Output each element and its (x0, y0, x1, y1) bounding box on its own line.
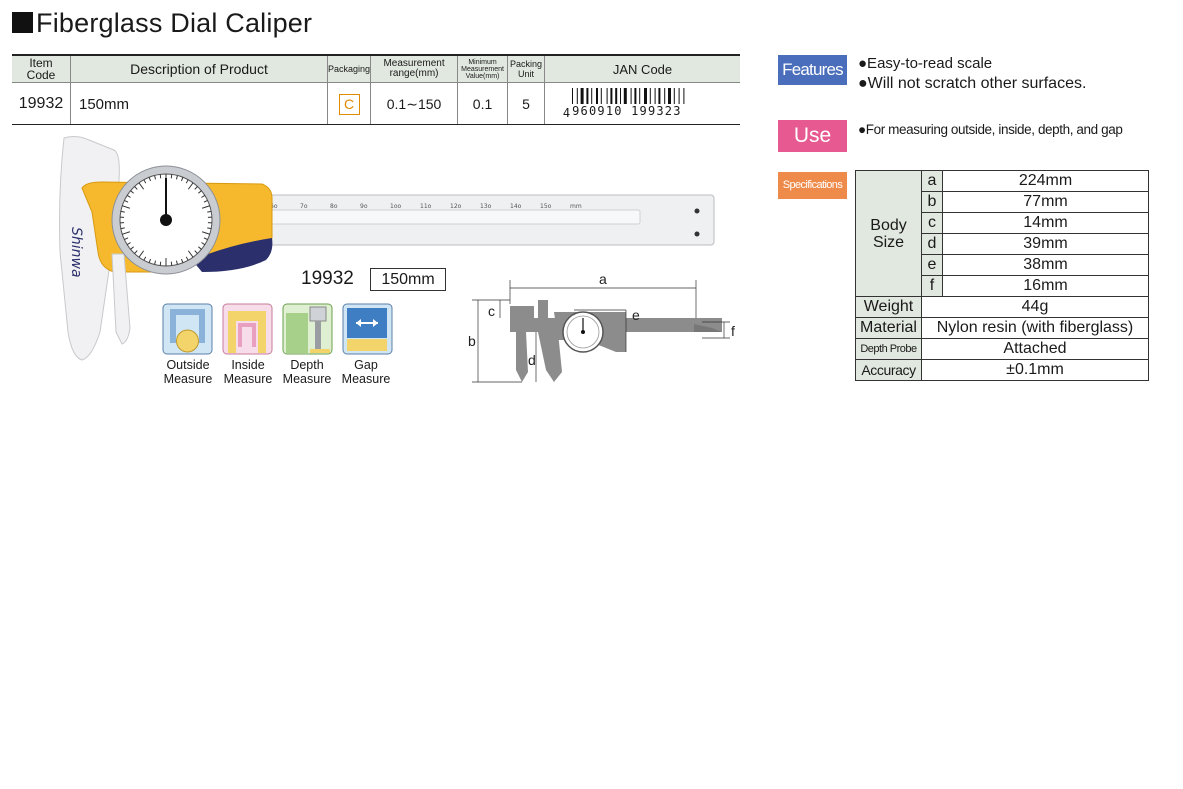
dim-label-f: f (731, 323, 735, 339)
header-jan-code: JAN Code (544, 56, 740, 83)
caliper-scale-label: 12o (450, 203, 462, 210)
caliper-image: 6o 7o 8o 9o 1oo 11o 12o 13o 14o 15o mm Shinwa (59, 136, 715, 361)
dim-label-b: b (468, 333, 476, 349)
table-bottom-rule (12, 124, 740, 125)
product-label-size: 150mm (370, 268, 446, 291)
spec-value-a: 224mm (942, 170, 1149, 192)
jan-lead-digit: 4 (562, 105, 571, 120)
caliper-scale-label: 15o (540, 203, 552, 210)
spec-value-b: 77mm (942, 191, 1149, 213)
use-tag: Use (778, 120, 847, 152)
dim-label-c: c (488, 303, 495, 319)
cell-item-code: 19932 (18, 95, 64, 112)
spec-letter-a: a (921, 170, 943, 192)
spec-value-f: 16mm (942, 275, 1149, 297)
spec-letter-e: e (921, 254, 943, 276)
features-item-1: ●Easy-to-read scale (858, 55, 993, 72)
dim-label-e: e (632, 307, 640, 323)
cell-range: 0.1∼150 (370, 82, 458, 125)
caliper-scale-label: 7o (300, 203, 308, 210)
page-title: Fiberglass Dial Caliper (12, 8, 312, 39)
spec-letter-b: b (921, 191, 943, 213)
cell-description: 150mm (70, 82, 328, 125)
use-item-1: ●For measuring outside, inside, depth, a… (858, 122, 1123, 137)
features-tag: Features (778, 55, 847, 85)
barcode-bars (572, 88, 685, 105)
cell-min-value: 0.1 (457, 82, 508, 125)
spec-value-d: 39mm (942, 233, 1149, 255)
dim-label-d: d (528, 352, 536, 368)
caliper-scale-label: 13o (480, 203, 492, 210)
caliper-scale-label: 8o (330, 203, 338, 210)
caliper-scale-label: 1oo (390, 203, 401, 210)
spec-letter-f: f (921, 275, 943, 297)
specifications-tag: Specifications (778, 172, 847, 199)
gap-measure-icon (342, 303, 393, 355)
inside-measure-icon (222, 303, 273, 355)
measure-icons (162, 303, 393, 355)
spec-value-depth-probe: Attached (921, 338, 1149, 360)
svg-text:Shinwa: Shinwa (68, 227, 84, 278)
header-packaging: Packaging (326, 56, 371, 83)
spec-value-e: 38mm (942, 254, 1149, 276)
features-item-2: ●Will not scratch other surfaces. (858, 75, 1087, 92)
dimension-diagram: a b c d e f (468, 271, 735, 383)
spec-letter-d: d (921, 233, 943, 255)
product-label-code: 19932 (301, 268, 354, 289)
cell-packaging: C (326, 82, 371, 125)
spec-letter-c: c (921, 212, 943, 234)
spec-value-accuracy: ±0.1mm (921, 359, 1149, 381)
spec-value-weight: 44g (921, 296, 1149, 318)
caliper-scale-label: 14o (510, 203, 522, 210)
spec-key-material: Material (855, 317, 922, 339)
cell-packing-unit: 5 (507, 82, 545, 125)
title-text: Fiberglass Dial Caliper (36, 8, 313, 38)
spec-key-depth-probe: Depth Probe (855, 338, 922, 360)
caliper-scale-label: 6o (270, 203, 278, 210)
spec-value-c: 14mm (942, 212, 1149, 234)
caliper-scale-label: 11o (420, 203, 432, 210)
caliper-scale-label: 9o (360, 203, 368, 210)
barcode: 960910 199323 (572, 88, 722, 118)
spec-key-accuracy: Accuracy (855, 359, 922, 381)
depth-measure-icon (282, 303, 333, 355)
spec-key-weight: Weight (855, 296, 922, 318)
title-square-icon (12, 12, 33, 33)
dim-label-a: a (599, 271, 607, 287)
header-description: Description of Product (70, 56, 328, 83)
spec-row-accuracy: Accuracy±0.1mm (855, 359, 1149, 381)
table-top-rule (12, 54, 740, 56)
caliper-scale-label: mm (570, 203, 582, 210)
jan-digits: 960910 199323 (572, 104, 682, 119)
spec-value-material: Nylon resin (with fiberglass) (921, 317, 1149, 339)
outside-measure-icon (162, 303, 213, 355)
packaging-badge: C (338, 93, 360, 115)
